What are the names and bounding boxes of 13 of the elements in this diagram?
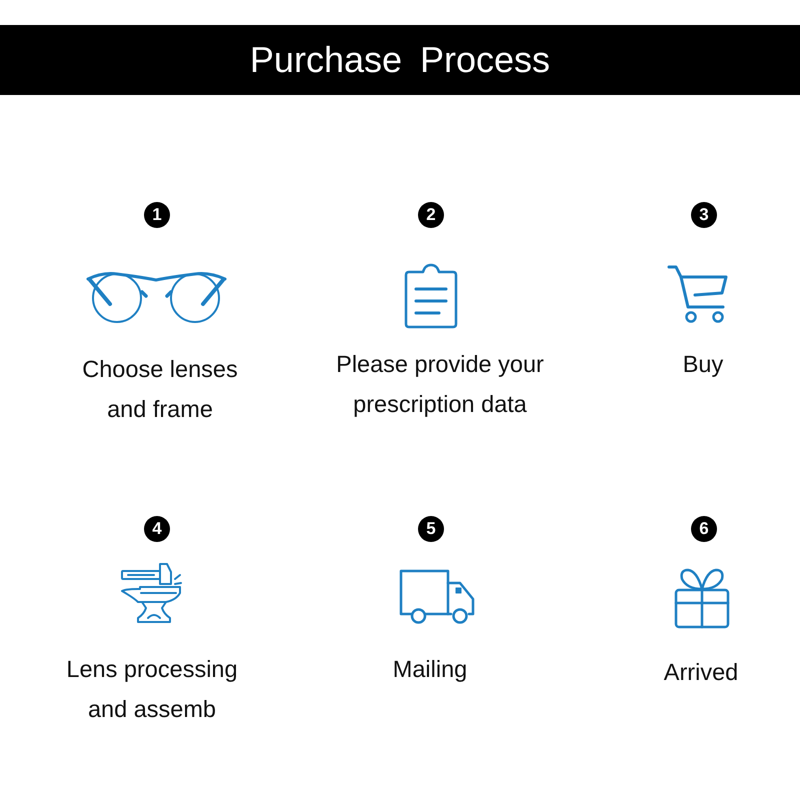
step-number-badge: 2	[418, 202, 444, 228]
step-caption: Arrived	[662, 658, 740, 687]
title-banner: Purchase Process	[0, 25, 800, 95]
step-caption: Choose lenses and frame	[81, 355, 239, 424]
step-caption: Please provide your prescription data	[335, 350, 545, 419]
step-number-badge: 3	[691, 202, 717, 228]
step-number-badge: 6	[691, 516, 717, 542]
step-number-badge: 4	[144, 516, 170, 542]
step-caption: Lens processing and assemb	[65, 655, 239, 724]
step-number-badge: 1	[144, 202, 170, 228]
step-number-badge: 5	[418, 516, 444, 542]
step-caption: Buy	[682, 350, 724, 379]
step-caption: Mailing	[392, 655, 468, 684]
